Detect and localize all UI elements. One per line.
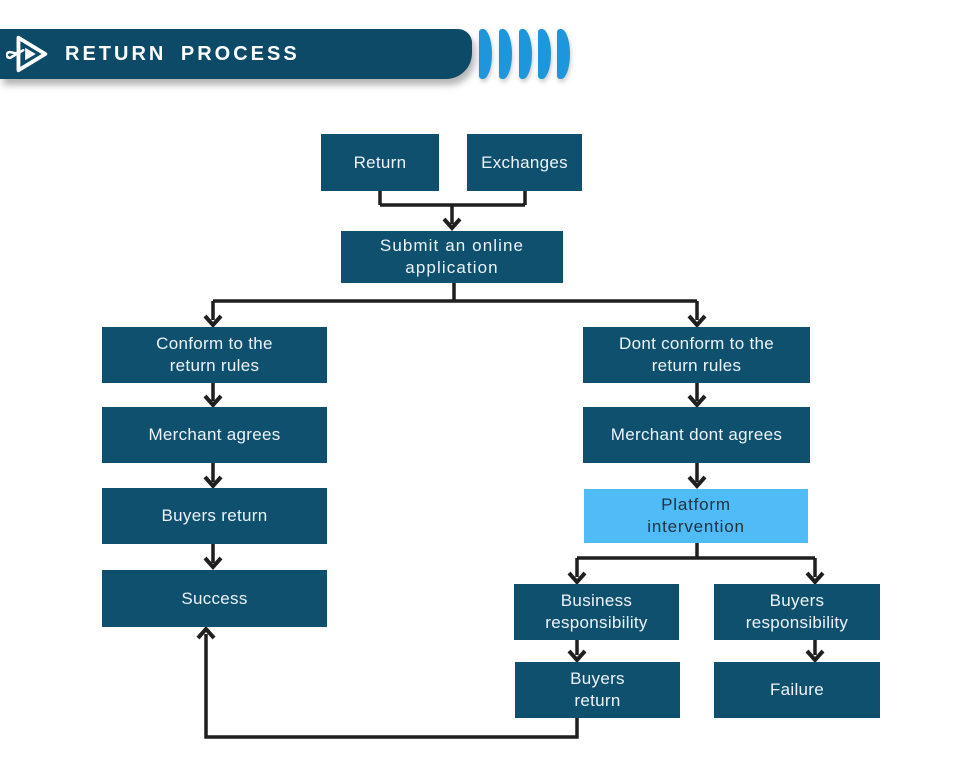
flowchart-node-exchanges: Exchanges (467, 134, 582, 191)
header-bar (0, 29, 472, 79)
chevron-shape (538, 29, 551, 79)
wrench-icon (6, 48, 25, 60)
flowchart-node-business-responsibility: Business responsibility (514, 584, 679, 640)
chevron-shape (479, 29, 492, 79)
flowchart-node-platform-intervention: Platform intervention (584, 489, 808, 543)
chevron-shape (519, 29, 532, 79)
flowchart-node-conform-rules: Conform to the return rules (102, 327, 327, 383)
flowchart-node-success: Success (102, 570, 327, 627)
flowchart-node-buyers-return: Buyers return (102, 488, 327, 544)
flowchart-node-buyers-responsibility: Buyers responsibility (714, 584, 880, 640)
flowchart-node-submit-application: Submit an online application (341, 231, 563, 283)
flowchart-node-buyers-return-2: Buyers return (515, 662, 680, 718)
flowchart-node-dont-conform-rules: Dont conform to the return rules (583, 327, 810, 383)
play-triangle-wrench-icon (6, 35, 48, 73)
chevron-shape (557, 29, 570, 79)
flowchart-node-merchant-agrees: Merchant agrees (102, 407, 327, 463)
flowchart-node-return: Return (321, 134, 439, 191)
page-title: RETURN PROCESS (65, 43, 300, 65)
flowchart-node-merchant-dont-agrees: Merchant dont agrees (583, 407, 810, 463)
flowchart-node-failure: Failure (714, 662, 880, 718)
chevron-shape (499, 29, 512, 79)
